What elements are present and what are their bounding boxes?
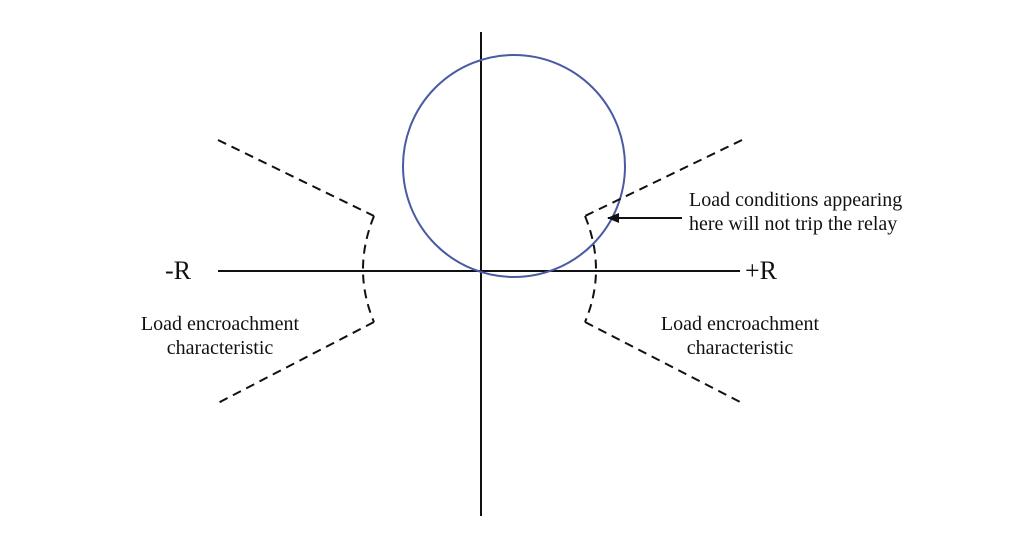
- load-conditions-line1: Load conditions appearing: [689, 189, 903, 211]
- load-conditions-line2: here will not trip the relay: [689, 213, 898, 235]
- left-arc-dashed: [362, 215, 375, 323]
- right-encroachment-line1: Load encroachment: [660, 313, 820, 335]
- left-upper-dashed-line: [217, 139, 375, 217]
- right-encroachment-line2: characteristic: [686, 337, 794, 359]
- left-encroachment-line2: characteristic: [166, 337, 274, 359]
- right-encroachment-label: Load encroachment characteristic: [610, 312, 870, 360]
- left-encroachment-line1: Load encroachment: [140, 313, 300, 335]
- load-conditions-note: Load conditions appearing here will not …: [689, 188, 902, 236]
- neg-r-label: -R: [165, 256, 191, 285]
- mho-circle: [402, 54, 626, 278]
- pos-r-label: +R: [745, 256, 778, 285]
- left-encroachment-curve: [217, 139, 375, 404]
- left-encroachment-label: Load encroachment characteristic: [90, 312, 350, 360]
- right-arc-dashed: [584, 215, 597, 323]
- right-encroachment-curve: [584, 139, 743, 404]
